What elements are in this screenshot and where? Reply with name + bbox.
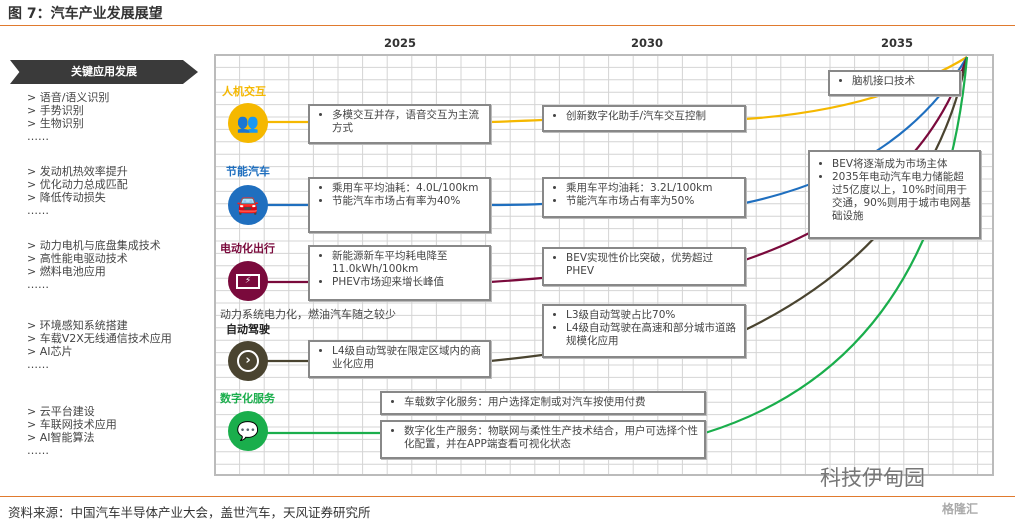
category-eco: 节能汽车 [226,165,270,178]
curve-1 [248,56,968,207]
banner-key-applications: 关键应用发展 [10,60,198,84]
note-powertrain: 动力系统电力化，燃油汽车随之较少 [220,308,396,321]
curve-3 [248,56,969,363]
list-ad: > 环境感知系统搭建> 车载V2X无线通信技术应用> AI芯片…… [27,319,172,371]
curve-4 [248,56,969,435]
category-ev: 电动化出行 [220,242,275,255]
list-ev: > 动力电机与底盘集成技术> 高性能电驱动技术> 燃料电池应用…… [27,239,161,291]
people-icon: 👥 [228,103,268,143]
curve-2 [248,56,969,284]
list-hmi: > 语音/语义识别> 手势识别> 生物识别…… [27,91,110,143]
box-ds-vehicle: 车载数字化服务：用户选择定制或对汽车按使用付费 [380,391,706,415]
divider [0,496,1015,497]
watermark-logo-2: 格隆汇 [942,502,979,516]
box-ad-2030: L3级自动驾驶占比70%L4级自动驾驶在高速和部分城市道路规模化应用 [542,304,746,358]
figure-title: 图 7：汽车产业发展展望 [8,6,163,22]
box-ad-2025: L4级自动驾驶在限定区域内的商业化应用 [308,340,491,378]
box-ev-2030: BEV实现性价比突破，优势超过PHEV [542,247,746,286]
car-icon: 🚘 [228,185,268,225]
chevron-right-icon: › [228,341,268,381]
year-2035: 2035 [881,36,914,50]
category-ds: 数字化服务 [220,392,275,405]
box-hmi-2030: 创新数字化助手/汽车交互控制 [542,105,746,132]
year-2025: 2025 [384,36,417,50]
box-ds-production: 数字化生产服务：物联网与柔性生产技术结合，用户可选择个性化配置，并在APP端查看… [380,420,706,459]
box-ev-2035: BEV将逐渐成为市场主体2035年电动汽车电力储能超过5亿度以上，10%时间用于… [808,150,981,239]
list-ds: > 云平台建设> 车联网技术应用> AI智能算法…… [27,405,117,457]
box-hmi-2035: 脑机接口技术 [828,70,961,96]
divider [0,25,1015,26]
box-hmi-2025: 多模交互并存，语音交互为主流方式 [308,104,491,144]
chat-icon: 💬 [228,411,268,451]
source-note: 资料来源：中国汽车半导体产业大会，盖世汽车，天风证券研究所 [8,505,371,520]
box-eco-2030: 乘用车平均油耗：3.2L/100km节能汽车市场占有率为50% [542,177,746,218]
category-ad: 自动驾驶 [226,323,270,336]
watermark-logo: 科技伊甸园 [820,466,925,490]
battery-icon: ⚡ [228,261,268,301]
category-hmi: 人机交互 [222,85,266,98]
box-ev-2025: 新能源新车平均耗电降至11.0kWh/100kmPHEV市场迎来增长峰值 [308,245,491,301]
box-eco-2025: 乘用车平均油耗：4.0L/100km节能汽车市场占有率为40% [308,177,491,233]
list-eco: > 发动机热效率提升> 优化动力总成匹配> 降低传动损失…… [27,165,128,217]
year-2030: 2030 [631,36,664,50]
